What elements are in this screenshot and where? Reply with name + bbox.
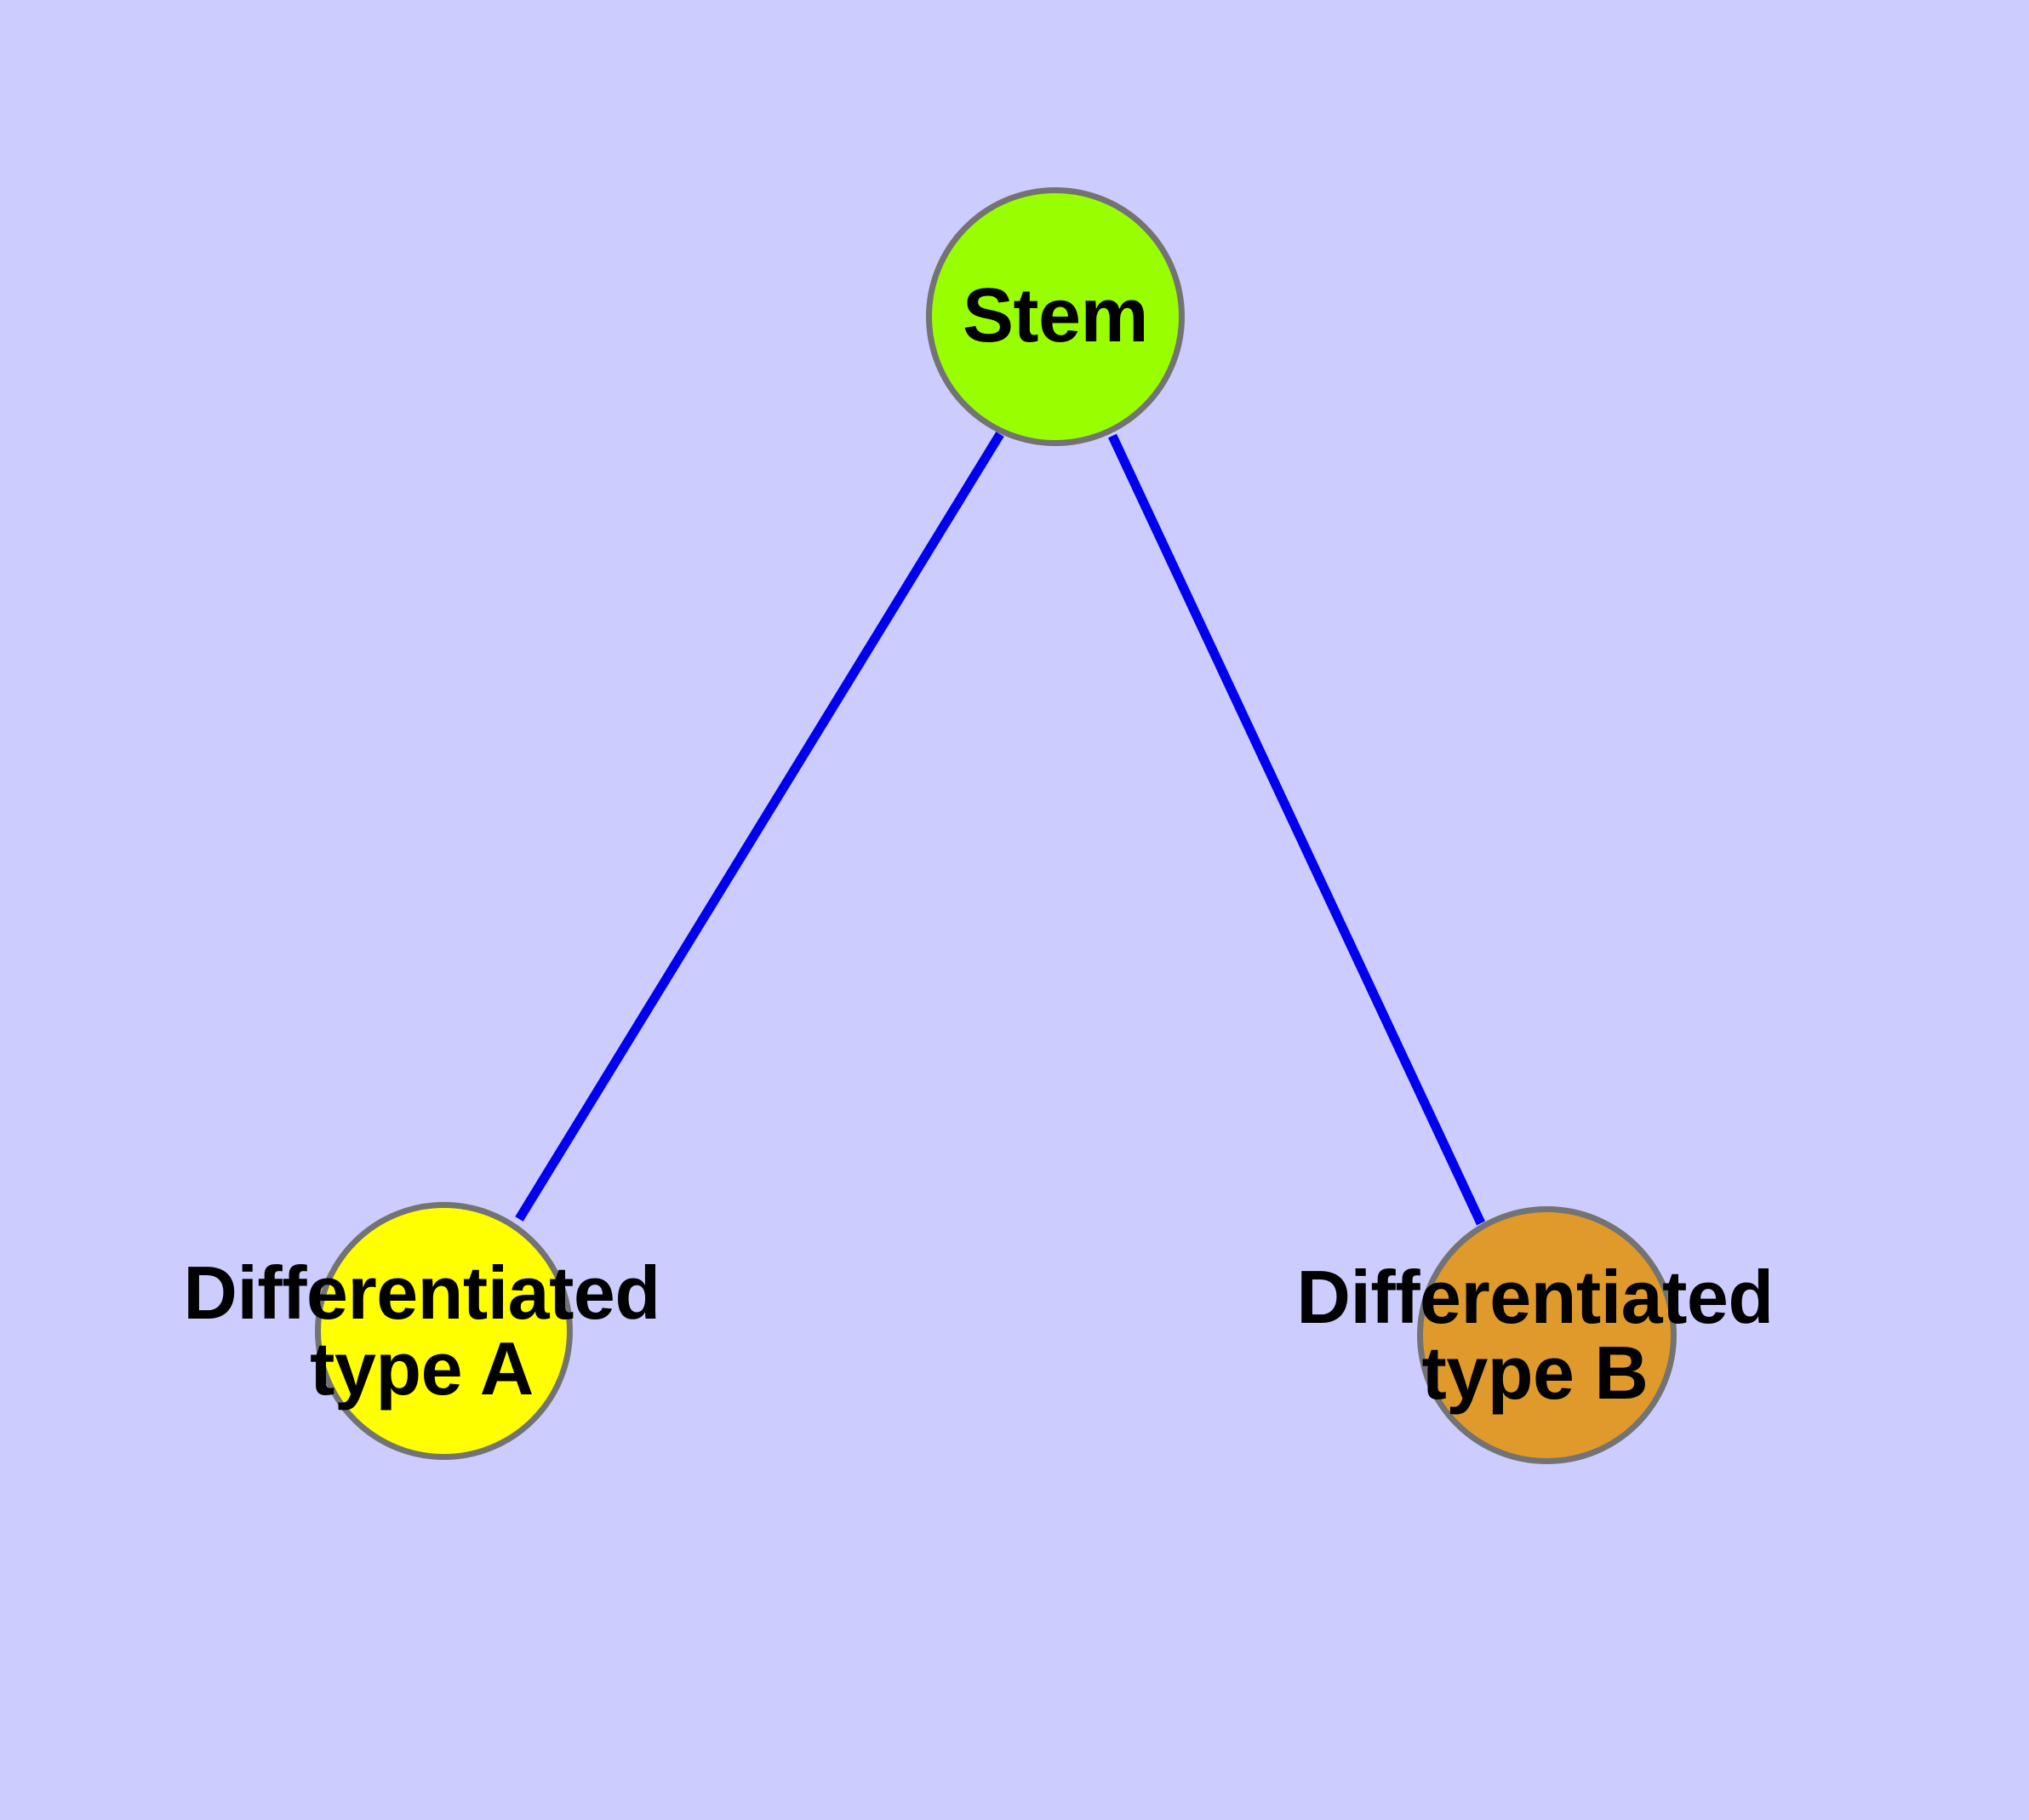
edge-stem-to-differentiated-type-b [1108,433,1485,1226]
node-differentiated-type-a[interactable]: Differentiated type A [183,1202,660,1460]
node-stem[interactable]: Stem [926,187,1185,446]
node-differentiated-type-b[interactable]: Differentiated type B [1296,1206,1774,1464]
node-stem-label: Stem [962,273,1149,359]
edge-stem-to-differentiated-type-a [515,432,1004,1222]
